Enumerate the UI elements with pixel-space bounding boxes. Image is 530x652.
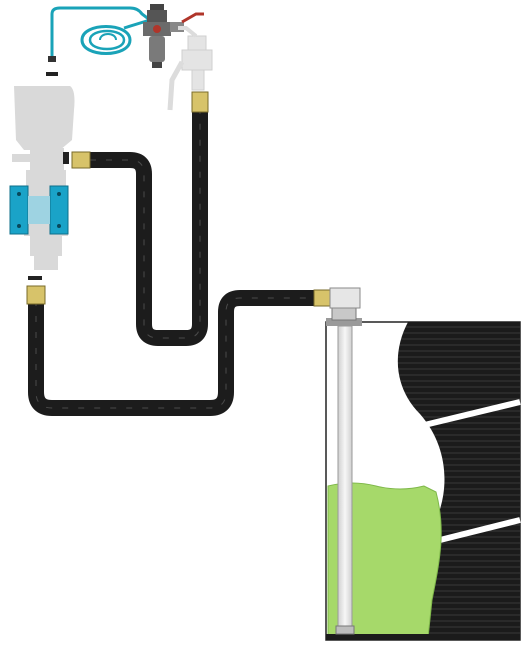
drum-inlet-fitting-icon [313, 289, 333, 307]
fluid [327, 482, 442, 639]
pump-outlet-fitting-icon [71, 151, 91, 169]
brass-fittings [26, 91, 333, 307]
elbow-adaptor-icon [329, 287, 361, 309]
air-hose-coupling-icon [48, 56, 56, 62]
drum [325, 321, 521, 641]
air-motor-pump [12, 86, 75, 280]
pressure-gauge-icon [153, 25, 161, 33]
regulator-lever-icon [181, 12, 204, 24]
air-supply-hose [46, 6, 151, 76]
suction-hose [28, 290, 318, 416]
ball-valve [167, 26, 213, 111]
suction-tube [326, 287, 362, 635]
valve-fitting-icon [191, 91, 209, 113]
pump-inlet-fitting-icon [26, 285, 46, 305]
filter-regulator [143, 4, 204, 68]
wall-bracket [9, 185, 69, 235]
return-hose [90, 110, 208, 346]
